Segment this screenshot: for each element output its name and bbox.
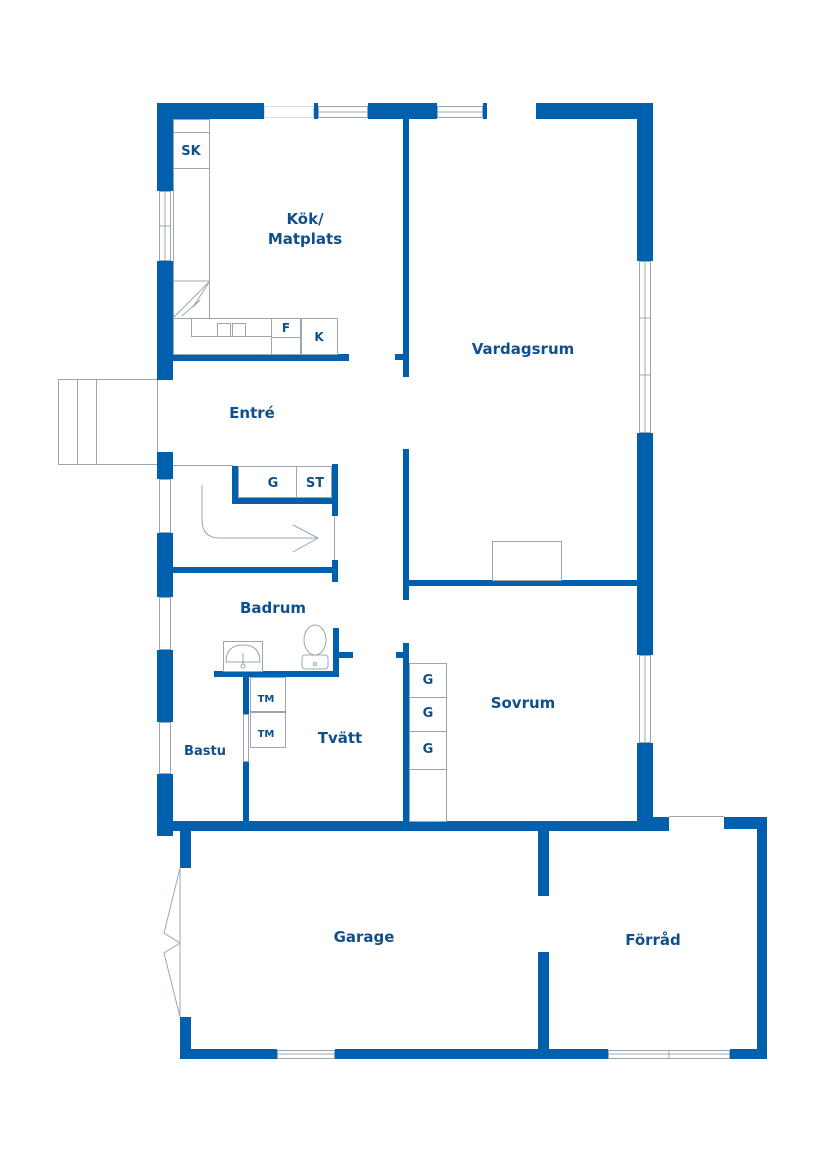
room-label-entrance: Entré <box>229 404 275 422</box>
arrow-head-icon <box>292 524 320 553</box>
wall-sauna <box>243 677 249 714</box>
wall-closet <box>232 498 338 504</box>
room-label-living: Vardagsrum <box>471 340 575 358</box>
wall-stub <box>332 560 338 582</box>
fireplace <box>492 541 562 581</box>
room-label-bedroom: Sovrum <box>490 694 556 712</box>
fixture-label-g2: G <box>422 706 434 721</box>
room-label-bathroom: Badrum <box>240 599 306 617</box>
window-top-1 <box>264 106 314 118</box>
wall-garage-left <box>180 1017 191 1059</box>
wall-stub <box>396 652 409 658</box>
room-label-laundry: Tvätt <box>317 729 363 747</box>
wall-house-bottom <box>157 821 669 831</box>
wall-right <box>637 433 653 655</box>
fixture-label-fridge: F <box>281 321 291 335</box>
wall-left <box>157 533 173 597</box>
storage-door-line <box>669 816 724 817</box>
wall-garage-left <box>180 826 191 868</box>
hall-line <box>334 516 335 560</box>
fixture-label-st: ST <box>305 476 325 491</box>
step-line <box>77 379 78 465</box>
window-left-bath <box>159 597 171 650</box>
fridge-box <box>271 318 301 355</box>
stair-arrow-icon <box>201 485 318 539</box>
sauna-door-glass <box>243 714 249 762</box>
room-label-kitchen-line2: Matplats <box>267 230 343 248</box>
fridge-divider <box>271 337 301 338</box>
stove-icon <box>172 280 211 319</box>
sink-basin <box>217 323 231 337</box>
wall-garage-storage <box>538 826 549 896</box>
wall-storage-right <box>757 817 767 1059</box>
wall-left <box>157 103 173 191</box>
fixture-label-tm1: TM <box>257 694 275 705</box>
wall-storage-top <box>724 817 767 829</box>
room-label-kitchen: Kök/ <box>286 210 324 228</box>
window-left-sauna <box>159 722 171 774</box>
wall-left <box>157 650 173 722</box>
wall-storage-top <box>637 817 669 829</box>
wall-closet <box>332 464 338 516</box>
wall-garage-bottom <box>180 1049 277 1059</box>
hall-line <box>173 465 233 466</box>
wall-stub <box>395 354 409 360</box>
wall-living-left <box>403 449 409 600</box>
freezer-box <box>301 318 338 355</box>
wall-stub <box>333 652 353 658</box>
wall-left <box>157 452 173 479</box>
wardrobe-unit <box>409 663 447 822</box>
wall-bedroom-left <box>403 643 409 823</box>
wall-bath-bottom <box>214 671 339 677</box>
wall-top <box>368 103 437 119</box>
wall-kitchen-living <box>403 119 409 377</box>
wall-garage-bottom <box>335 1049 608 1059</box>
room-label-garage: Garage <box>333 928 395 946</box>
wall-right <box>637 103 653 261</box>
closet-outline <box>238 466 332 498</box>
wall-hall-bath <box>173 567 338 573</box>
wall-left <box>157 261 173 380</box>
wall-top <box>314 103 318 119</box>
sink-basin <box>232 323 246 337</box>
washbasin-icon <box>225 644 261 663</box>
step-line <box>96 379 97 465</box>
wall-right <box>637 743 653 829</box>
fixture-label-wardrobe: G <box>267 476 279 491</box>
washing-machine <box>250 677 286 712</box>
wall-top <box>536 103 653 119</box>
fixture-label-freezer: K <box>314 330 324 344</box>
entrance-steps <box>58 379 158 465</box>
wall-left <box>157 774 173 836</box>
wall-closet <box>232 466 238 504</box>
wall-storage-bottom <box>730 1049 767 1059</box>
wall-top <box>483 103 487 119</box>
wall-kitchen-bottom <box>173 354 349 361</box>
window-left-hall <box>159 479 171 533</box>
toilet-icon <box>303 624 327 656</box>
fixture-label-g3: G <box>422 742 434 757</box>
wall-top <box>157 103 264 119</box>
room-label-storage: Förråd <box>625 931 681 949</box>
washing-machine <box>250 712 286 748</box>
wall-sauna <box>243 762 249 822</box>
fixture-label-g1: G <box>422 673 434 688</box>
wall-living-bottom <box>403 580 637 586</box>
garage-door-icon <box>163 867 181 1018</box>
fixture-label-sk: SK <box>181 144 201 159</box>
closet-divider <box>296 466 297 498</box>
wardrobe-divider <box>409 769 447 770</box>
wall-garage-storage <box>538 952 549 1052</box>
fixture-label-tm2: TM <box>257 729 275 740</box>
wardrobe-divider <box>409 731 447 732</box>
room-label-sauna: Bastu <box>184 744 226 759</box>
sk-cabinet <box>173 132 210 169</box>
wardrobe-divider <box>409 697 447 698</box>
